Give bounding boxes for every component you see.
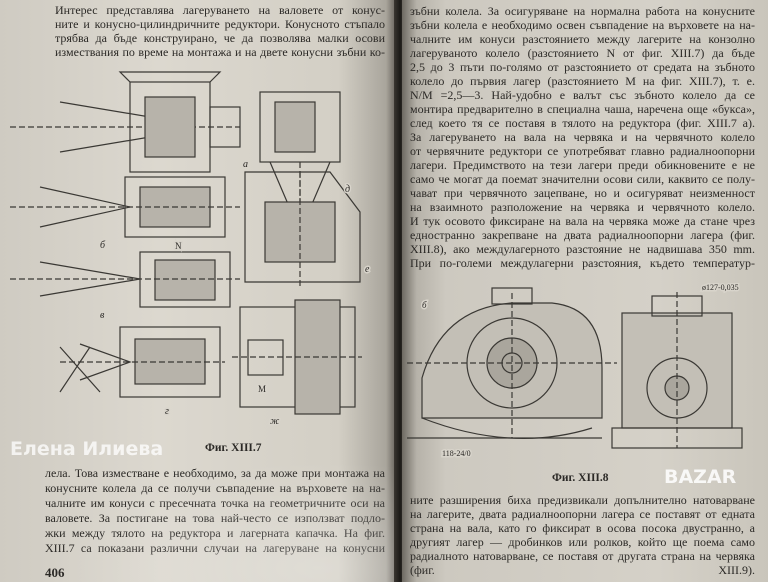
text-line: чалните им конуси с пресечната точка на … <box>45 496 385 510</box>
text-line: Интерес представлява лагеруването на вал… <box>55 3 385 17</box>
text-line: от червячните редуктори се употребяват г… <box>410 144 755 158</box>
text-line: радиалното натоварване, се поставя от др… <box>410 549 755 563</box>
text-line: XIII.7 са показани различни случаи на ла… <box>45 541 385 555</box>
text-line: на лагерите, двата радиалноопорни лагера… <box>410 507 755 521</box>
figure-label: г <box>165 406 169 417</box>
figure-xiii-7: а б в г д е ж N M <box>10 71 372 429</box>
figure-caption: Фиг. XIII.7 <box>205 442 262 454</box>
text-line: след което тя се поставя в тялото на ред… <box>410 116 755 130</box>
page-number: 406 <box>45 565 65 580</box>
figure-caption: Фиг. XIII.8 <box>552 472 609 484</box>
worm-gear-reducer-side-view <box>407 287 617 440</box>
text-line: При по-големи междулагерни разстояния, к… <box>410 256 755 270</box>
text-line: жки между тялото на редуктора и лагернат… <box>45 526 385 540</box>
figure-label: в <box>100 310 105 321</box>
text-line: колело до първия лагер (разстоянието M н… <box>410 74 755 88</box>
text-line: лагери. Предимството на тези лагери пред… <box>410 158 755 172</box>
text-line: ните разширения биха предизвикали допълн… <box>410 493 755 507</box>
figure-label: ø127-0,035 <box>702 283 739 292</box>
text-line: XIII.8), ако междулагерното разстояние н… <box>410 242 755 256</box>
figure-label: б <box>422 300 427 310</box>
text-line: само че могат да поемат значителни осови… <box>410 172 755 186</box>
text-line: трябва да бъде конструирано, че да позво… <box>55 31 385 45</box>
figure-xiii-7-v <box>10 251 240 308</box>
text-line: лела. Това изместване е необходимо, за д… <box>45 466 385 480</box>
text-line: ните и конусно-цилиндричните редуктори. … <box>55 17 385 31</box>
text-line: валовете. За постигане на това най-често… <box>45 511 385 525</box>
figure-label: M <box>258 384 266 394</box>
figure-xiii-7-e <box>244 171 361 287</box>
text-line: 2,5 до 3 пъти по-голямо от разстоянието … <box>410 60 755 74</box>
text-line: чават при червячното зацепване, но и оси… <box>410 186 755 200</box>
figure-xiii-7-a <box>10 71 241 173</box>
figure-xiii-7-b <box>10 176 240 238</box>
figure-xiii-8-labels: б ø127-0,035 118-24/0 <box>421 282 741 460</box>
watermark-logo: Елена Илиева <box>10 438 164 460</box>
text-line: И тук осовото фиксиране на вала на червя… <box>410 214 755 228</box>
figure-label: ж <box>270 416 280 427</box>
text-line: лагеруваното колело (разстоянието N от ф… <box>410 46 755 60</box>
figure-xiii-7-labels: а б в г д е ж N M <box>99 158 372 429</box>
figure-label: N <box>175 241 182 251</box>
figure-xiii-7-g <box>59 326 225 398</box>
figure-label: д <box>345 184 350 195</box>
figure-label: а <box>243 159 248 170</box>
text-line: монтира предварително в специална чаша, … <box>410 102 755 116</box>
figure-xiii-7-zh <box>232 299 362 415</box>
text-line: чалните им конуси разстоянието между лаг… <box>410 32 755 46</box>
text-line: зъбни колела е необходимо освен съвпаден… <box>410 18 755 32</box>
text-line: зъбни колела. За осигуряване на нормална… <box>410 4 755 18</box>
figure-label: е <box>365 264 370 275</box>
text-line: другият лагер — дробинков или ролков, ко… <box>410 535 755 549</box>
text-line: За лагеруването на вала на червяка и на … <box>410 130 755 144</box>
figure-label: б <box>100 240 106 251</box>
worm-gear-reducer-front-view <box>611 292 743 449</box>
text-line: конусните колела да се получи съвпадение… <box>45 481 385 495</box>
text-line: (фиг. XIII.9). <box>410 563 755 577</box>
text-line: страна на вала, като го фиксират в осова… <box>410 521 755 535</box>
figure-xiii-8: б ø127-0,035 118-24/0 <box>407 282 743 460</box>
figure-label: 118-24/0 <box>442 449 471 458</box>
text-line: N/M =2,5—3. Най-удобно е валът със зъбно… <box>410 88 755 102</box>
text-line: едностранно закрепване на двата радиално… <box>410 228 755 242</box>
watermark-logo: BAZAR <box>664 466 737 488</box>
text-line: на взаимното разположение на червяка и ч… <box>410 200 755 214</box>
left-page: Интерес представлява лагеруването на вал… <box>0 0 398 582</box>
right-page: зъбни колела. За осигуряване на нормална… <box>402 0 768 582</box>
text-line: измествания по време на монтажа и на две… <box>55 45 385 59</box>
